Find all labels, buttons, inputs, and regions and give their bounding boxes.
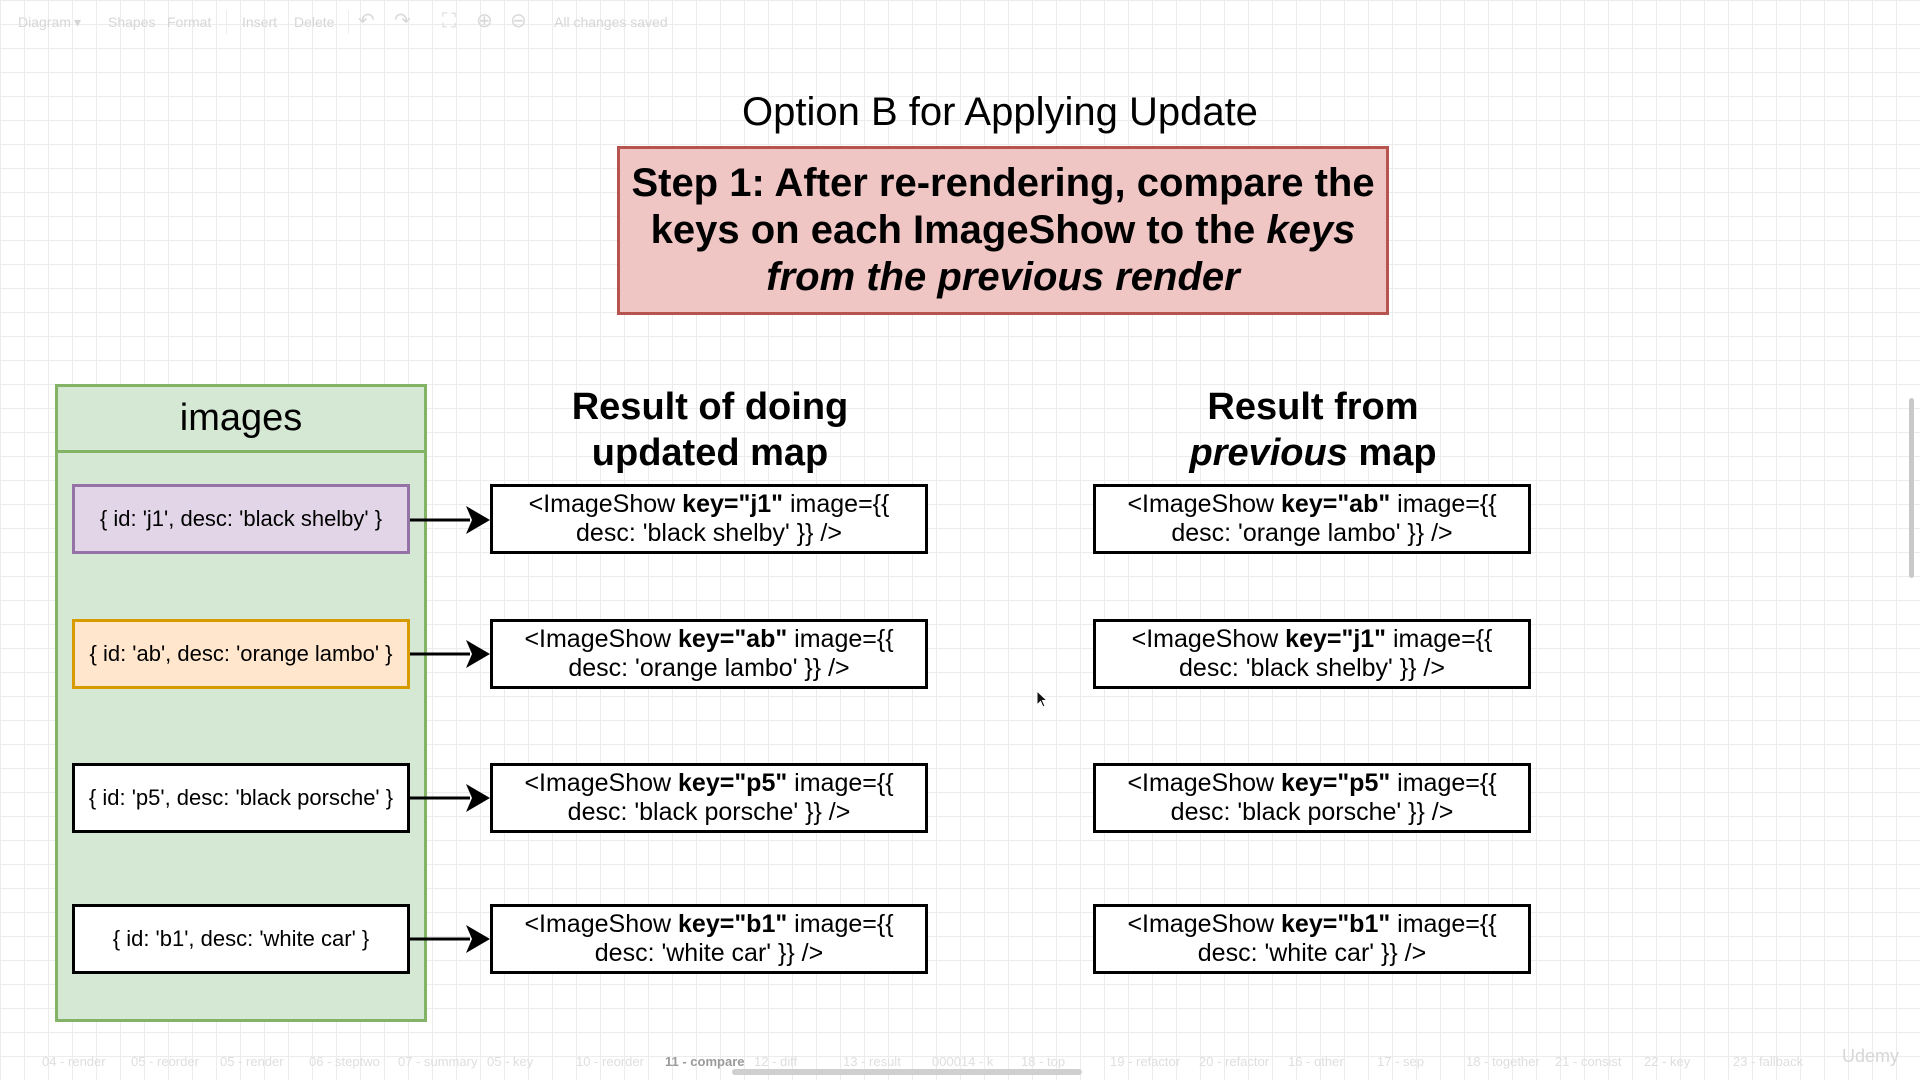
format-button[interactable]: Format: [167, 14, 212, 30]
jsx-line-2: desc: 'white car' }} />: [594, 939, 824, 967]
toolbar-divider: [432, 10, 433, 34]
jsx-line-1: <ImageShow key="b1" image={{: [524, 910, 894, 938]
jsx-line-1: <ImageShow key="p5" image={{: [1127, 769, 1497, 797]
previous-map-header: Result from previous map: [1093, 384, 1533, 476]
jsx-line-2: desc: 'white car' }} />: [1197, 939, 1427, 967]
undo-icon[interactable]: ↶: [358, 10, 375, 32]
page-tab[interactable]: 05 - key: [487, 1054, 534, 1069]
page-tab[interactable]: 06 - steptwo: [309, 1054, 380, 1069]
jsx-line-1: <ImageShow key="b1" image={{: [1127, 910, 1497, 938]
step-text: Step 1: After re-rendering, compare the …: [631, 160, 1374, 301]
updated-map-header: Result of doing updated map: [490, 384, 930, 476]
page-tab[interactable]: 18 - together: [1466, 1054, 1540, 1069]
updated-jsx-box: <ImageShow key="ab" image={{ desc: 'oran…: [490, 619, 928, 689]
image-item: { id: 'j1', desc: 'black shelby' }: [72, 484, 410, 554]
previous-jsx-box: <ImageShow key="p5" image={{ desc: 'blac…: [1093, 763, 1531, 833]
page-tabs: 04 - render 05 - reorder 05 - render 06 - s…: [0, 1052, 1920, 1072]
redo-icon[interactable]: ↷: [394, 10, 411, 32]
page-tab[interactable]: 04 - render: [42, 1054, 106, 1069]
toolbar-divider: [226, 10, 227, 34]
jsx-line-2: desc: 'orange lambo' }} />: [1171, 519, 1453, 547]
save-status: All changes saved: [554, 14, 668, 30]
diagram-title: Option B for Applying Update: [742, 90, 1258, 134]
arrow-icon: [410, 640, 490, 668]
updated-jsx-box: <ImageShow key="b1" image={{ desc: 'whit…: [490, 904, 928, 974]
page-tab[interactable]: 07 - summary: [398, 1054, 478, 1069]
jsx-line-2: desc: 'black porsche' }} />: [1170, 798, 1454, 826]
previous-jsx-box: <ImageShow key="b1" image={{ desc: 'whit…: [1093, 904, 1531, 974]
image-item: { id: 'p5', desc: 'black porsche' }: [72, 763, 410, 833]
delete-button[interactable]: Delete: [294, 14, 335, 30]
arrow-icon: [410, 506, 490, 534]
jsx-line-2: desc: 'black porsche' }} />: [567, 798, 851, 826]
page-tab[interactable]: 11 - compare: [665, 1054, 745, 1069]
page-tab[interactable]: 12 - diff: [754, 1054, 798, 1069]
page-tab[interactable]: 20 - refactor: [1199, 1054, 1270, 1069]
jsx-line-1: <ImageShow key="ab" image={{: [1127, 490, 1497, 518]
previous-header-rest: map: [1347, 432, 1437, 474]
arrow-icon: [410, 784, 490, 812]
page-tab[interactable]: 18 - top: [1021, 1054, 1066, 1069]
step-line-2-italic: keys: [1266, 208, 1356, 252]
jsx-line-1: <ImageShow key="j1" image={{: [1131, 625, 1493, 653]
vertical-scrollbar[interactable]: [1909, 398, 1914, 578]
arrow-icon: [410, 925, 490, 953]
jsx-line-2: desc: 'black shelby' }} />: [1179, 654, 1445, 682]
image-item: { id: 'b1', desc: 'white car' }: [72, 904, 410, 974]
page-tab[interactable]: 13 - result: [843, 1054, 901, 1069]
step-box: Step 1: After re-rendering, compare the …: [617, 146, 1389, 315]
step-line-1: Step 1: After re-rendering, compare the: [631, 161, 1375, 205]
toolbar-divider: [348, 10, 349, 34]
page-tab[interactable]: 10 - reorder: [576, 1054, 644, 1069]
page-tab[interactable]: 21 - consist: [1555, 1054, 1622, 1069]
diagram-menu[interactable]: Diagram: [18, 14, 71, 30]
zoom-out-icon[interactable]: ⊖: [510, 10, 527, 32]
updated-jsx-box: <ImageShow key="p5" image={{ desc: 'blac…: [490, 763, 928, 833]
jsx-line-1: <ImageShow key="p5" image={{: [524, 769, 894, 797]
image-item: { id: 'ab', desc: 'orange lambo' }: [72, 619, 410, 689]
previous-jsx-box: <ImageShow key="j1" image={{ desc: 'blac…: [1093, 619, 1531, 689]
jsx-line-2: desc: 'black shelby' }} />: [576, 519, 842, 547]
jsx-line-2: desc: 'orange lambo' }} />: [568, 654, 850, 682]
page-tab[interactable]: 05 - reorder: [131, 1054, 199, 1069]
previous-header-line-1: Result from: [1207, 386, 1419, 428]
udemy-logo: Udemy: [1842, 1046, 1900, 1066]
updated-jsx-box: <ImageShow key="j1" image={{ desc: 'blac…: [490, 484, 928, 554]
page-tab[interactable]: 23 - fallback: [1733, 1054, 1804, 1069]
page-tab[interactable]: 000014 - k: [932, 1054, 994, 1069]
mouse-cursor-icon: [1036, 690, 1048, 708]
updated-header-line-1: Result of doing: [571, 386, 849, 428]
previous-header-italic: previous: [1189, 432, 1348, 474]
fullscreen-icon[interactable]: ⛶: [442, 10, 456, 32]
page-tab[interactable]: 05 - render: [220, 1054, 284, 1069]
chevron-down-icon: ▾: [74, 14, 82, 30]
jsx-line-1: <ImageShow key="j1" image={{: [528, 490, 890, 518]
page-tab[interactable]: 17 - sep: [1377, 1054, 1424, 1069]
page-tab[interactable]: 16 - other: [1288, 1054, 1344, 1069]
page-tab[interactable]: 22 - key: [1644, 1054, 1691, 1069]
images-header: images: [58, 387, 424, 453]
step-line-3: from the previous render: [766, 255, 1240, 299]
updated-header-line-2: updated map: [591, 432, 829, 474]
toolbar: Diagram ▾ Shapes Format Insert Delete ↶ …: [0, 0, 1920, 44]
page-tab[interactable]: 19 - refactor: [1110, 1054, 1181, 1069]
horizontal-scrollbar[interactable]: [732, 1069, 1082, 1075]
zoom-in-icon[interactable]: ⊕: [476, 10, 493, 32]
step-line-2: keys on each ImageShow to the: [650, 208, 1267, 252]
insert-button[interactable]: Insert: [242, 14, 278, 30]
shapes-button[interactable]: Shapes: [108, 14, 156, 30]
previous-jsx-box: <ImageShow key="ab" image={{ desc: 'oran…: [1093, 484, 1531, 554]
jsx-line-1: <ImageShow key="ab" image={{: [524, 625, 894, 653]
toolbar-divider: [96, 10, 97, 34]
